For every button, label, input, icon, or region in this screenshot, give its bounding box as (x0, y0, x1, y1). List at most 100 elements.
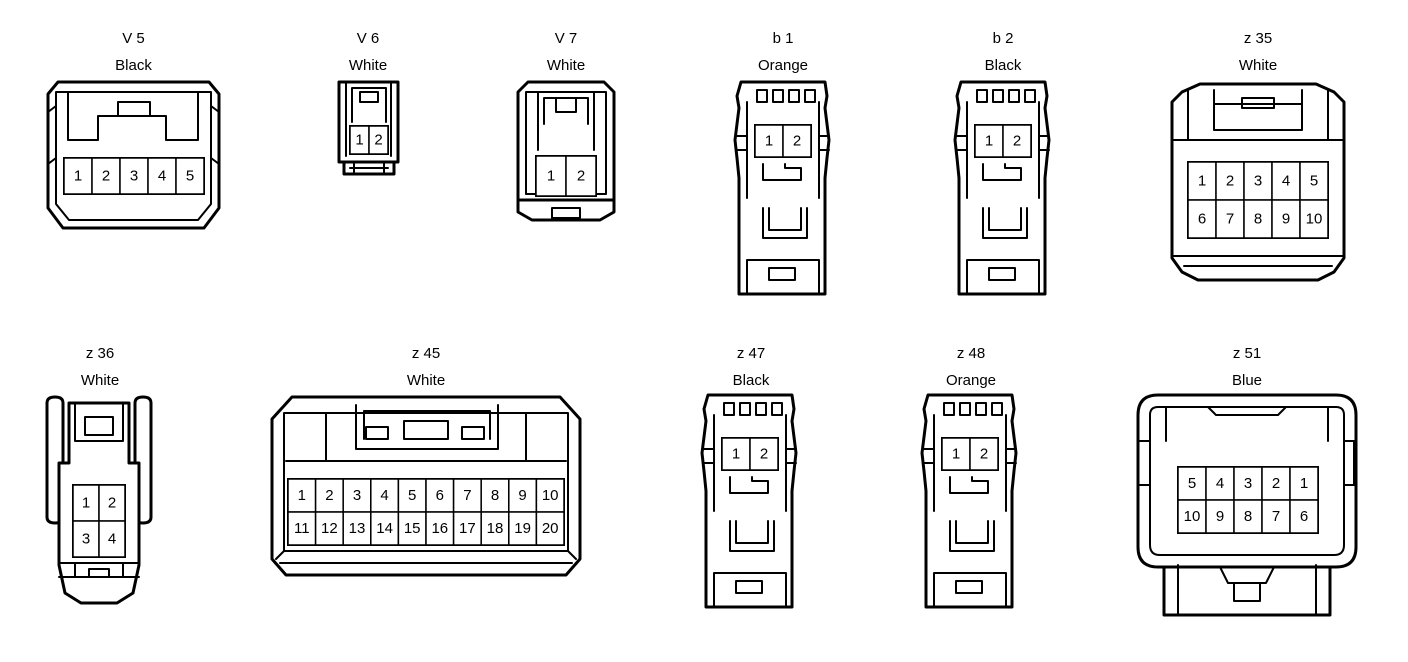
connector-color: Black (984, 57, 1022, 74)
connector-z36: z 36 White 1 2 3 4 (45, 345, 155, 607)
pin-cell (287, 511, 317, 546)
pin-number: 14 (376, 520, 393, 537)
pin-number: 2 (108, 495, 116, 512)
pin-cell (941, 437, 971, 471)
pin-number: 2 (1226, 173, 1234, 190)
connector-z48: z 48 Orange 1 2 (920, 345, 1022, 613)
pin-number: 15 (404, 520, 421, 537)
pin-number: 2 (793, 133, 801, 150)
pin-number: 1 (355, 132, 363, 149)
pin-number: 16 (431, 520, 448, 537)
pin-cell (1289, 499, 1319, 534)
connector-z47: z 47 Black 1 2 (700, 345, 802, 613)
pin-cell (342, 511, 372, 546)
connector-code: z 47 (736, 345, 766, 362)
connector-v6: V 6 White 1 2 (323, 30, 413, 180)
pin-cell (1187, 199, 1217, 239)
pin-number: 2 (1272, 475, 1280, 492)
connector-color: Blue (1231, 372, 1263, 389)
connector-b2-drawing: 1 2 (953, 80, 1051, 296)
pin-number: 10 (1306, 211, 1323, 228)
pin-cell (480, 511, 510, 546)
pin-cell (72, 484, 100, 522)
pin-cell (1002, 124, 1032, 158)
pin-cell (1233, 499, 1263, 534)
pin-cell (63, 157, 93, 195)
pin-number: 1 (298, 487, 306, 504)
connector-color: Black (732, 372, 770, 389)
connector-z36-drawing: 1 2 3 4 (45, 395, 153, 605)
connector-v5-drawing: 1 2 3 4 5 (46, 80, 221, 230)
pin-number: 1 (74, 168, 82, 185)
pin-cell (119, 157, 149, 195)
pin-number: 7 (1226, 211, 1234, 228)
pin-number: 3 (82, 531, 90, 548)
pin-cell (1271, 161, 1301, 201)
pin-cell (1299, 199, 1329, 239)
pin-cell (397, 511, 427, 546)
pin-number: 4 (1216, 475, 1224, 492)
connector-v7-drawing: 1 2 (516, 80, 616, 222)
pin-number: 2 (374, 132, 382, 149)
pin-number: 10 (542, 487, 559, 504)
connector-code: z 48 (956, 345, 986, 362)
pin-number: 2 (980, 446, 988, 463)
pin-cell (147, 157, 177, 195)
pin-number: 6 (1300, 508, 1308, 525)
connector-code: V 6 (356, 30, 380, 47)
pin-number: 7 (463, 487, 471, 504)
pin-cell (749, 437, 779, 471)
pin-cell (782, 124, 812, 158)
connector-v6-drawing: 1 2 (337, 80, 400, 176)
connector-code: b 2 (992, 30, 1014, 47)
pin-cell (1261, 499, 1291, 534)
pin-number: 5 (408, 487, 416, 504)
pin-grid: 1 2 3 4 (72, 484, 126, 558)
pin-number: 9 (1216, 508, 1224, 525)
pin-number: 9 (1282, 211, 1290, 228)
pin-number: 8 (1244, 508, 1252, 525)
connector-color: Black (115, 57, 152, 74)
connector-v5: V 5 Black 1 2 3 4 5 (46, 30, 221, 232)
connector-z51: z 51 Blue 5 4 3 2 1 10 9 8 7 6 (1136, 345, 1358, 620)
pin-number: 1 (82, 495, 90, 512)
pin-cell (508, 511, 538, 546)
connector-code: V 7 (554, 30, 578, 47)
connector-color: White (1238, 57, 1278, 74)
pin-number: 6 (1198, 211, 1206, 228)
pin-cell (1243, 199, 1273, 239)
pin-cell (1205, 466, 1235, 501)
pin-number: 17 (459, 520, 476, 537)
pin-cell (969, 437, 999, 471)
pin-number: 13 (349, 520, 366, 537)
pin-number: 4 (380, 487, 388, 504)
pin-cell (1177, 466, 1207, 501)
connector-z51-drawing: 5 4 3 2 1 10 9 8 7 6 (1136, 393, 1358, 617)
pin-cell (175, 157, 205, 195)
pin-number: 12 (321, 520, 338, 537)
pin-cell (754, 124, 784, 158)
pin-number: 4 (158, 168, 166, 185)
pin-grid: 1 2 3 4 5 (63, 157, 205, 195)
pin-cell (342, 478, 372, 513)
pin-number: 18 (487, 520, 504, 537)
pin-number: 1 (1300, 475, 1308, 492)
pin-number: 3 (1244, 475, 1252, 492)
pin-number: 3 (130, 168, 138, 185)
connector-z35: z 35 White 1 2 3 4 5 6 7 8 9 10 (1170, 30, 1346, 284)
pin-cell (565, 155, 597, 197)
pin-number: 1 (765, 133, 773, 150)
pin-grid: 1 2 (721, 437, 779, 471)
pin-number: 5 (186, 168, 194, 185)
pin-number: 10 (1184, 508, 1201, 525)
pin-number: 2 (102, 168, 110, 185)
pin-grid: 1 2 (974, 124, 1032, 158)
pin-number: 1 (547, 168, 555, 185)
pin-cell (535, 511, 565, 546)
pin-number: 3 (1254, 173, 1262, 190)
pin-number: 2 (325, 487, 333, 504)
pin-grid: 1 2 (349, 125, 389, 155)
